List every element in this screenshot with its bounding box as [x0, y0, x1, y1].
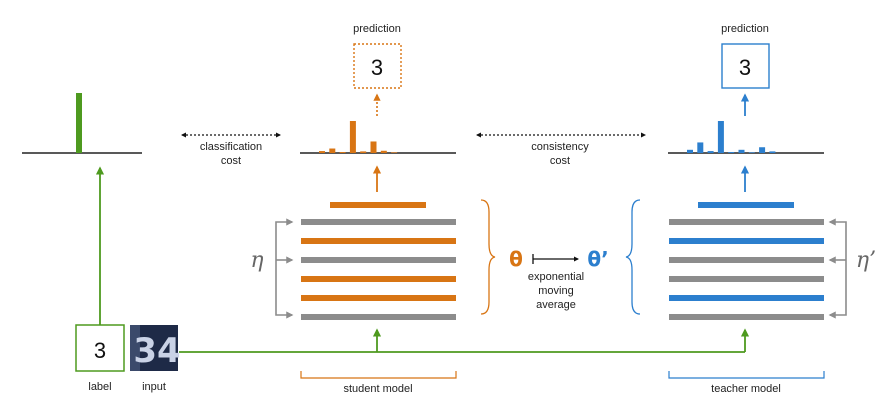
teacher-bar-7 — [759, 147, 766, 153]
consistency-cost: consistency cost — [475, 132, 647, 167]
ema-label-3: average — [536, 299, 576, 311]
teacher-bar-4 — [728, 152, 735, 153]
student-prediction-box: prediction 3 — [353, 23, 402, 116]
teacher-prediction-frame — [721, 43, 770, 89]
teacher-prediction-value: 3 — [739, 55, 751, 80]
student-layer-1 — [301, 238, 456, 244]
teacher-noise-bracket — [828, 218, 847, 319]
teacher-prediction-box: prediction 3 — [721, 23, 770, 116]
student-layer-3 — [301, 276, 456, 282]
student-params-brace — [480, 199, 496, 315]
teacher-layers — [669, 219, 824, 320]
student-bar-3 — [349, 121, 356, 153]
classification-cost: classification cost — [180, 132, 282, 167]
input-image-edge — [130, 325, 140, 371]
input-caption: input — [142, 381, 166, 393]
student-bar-5 — [370, 141, 377, 153]
input-digits: 34 — [133, 331, 180, 371]
student-bar-6 — [380, 150, 387, 153]
teacher-bar-1 — [697, 142, 704, 153]
teacher-layer-0 — [669, 219, 824, 225]
student-bar-7 — [391, 152, 398, 153]
teacher-layer-1 — [669, 238, 824, 244]
label-bar-3 — [76, 93, 82, 153]
input-image: 34 input — [130, 325, 181, 393]
student-model-bracket: student model — [300, 371, 457, 395]
teacher-noise: η’ — [828, 218, 876, 319]
label-value: 3 — [94, 338, 106, 363]
label-box: 3 label — [75, 324, 125, 393]
teacher-model-label: teacher model — [711, 383, 781, 395]
teacher-prediction-title: prediction — [721, 23, 769, 35]
student-prediction-value: 3 — [371, 55, 383, 80]
teacher-bar-2 — [707, 151, 714, 153]
student-noise-symbol: η — [250, 248, 263, 273]
teacher-bar-6 — [748, 152, 755, 153]
student-layers — [301, 219, 456, 320]
student-bar-2 — [339, 152, 346, 153]
label-caption: label — [88, 381, 111, 393]
student-noise: η — [250, 218, 294, 319]
student-output-layer — [330, 202, 426, 208]
teacher-layer-5 — [669, 314, 824, 320]
teacher-layer-2 — [669, 257, 824, 263]
ema-label-2: moving — [538, 285, 573, 297]
student-prediction-frame — [353, 43, 402, 89]
student-layer-5 — [301, 314, 456, 320]
teacher-model-bracket-line — [668, 371, 825, 379]
teacher-bar-3 — [717, 121, 724, 153]
teacher-params-brace — [625, 199, 641, 315]
student-bar-0 — [319, 151, 325, 153]
student-prediction-chart — [300, 121, 456, 154]
student-model-label: student model — [343, 383, 412, 395]
teacher-bar-5 — [738, 149, 745, 153]
student-layer-4 — [301, 295, 456, 301]
student-bar-1 — [329, 148, 336, 153]
student-bar-4 — [360, 151, 367, 153]
ema-block: θ θ’ exponential moving average — [509, 247, 609, 311]
classification-cost-label-1: classification — [200, 141, 262, 153]
label-distribution-chart — [22, 93, 142, 154]
student-theta: θ — [509, 247, 523, 271]
teacher-theta: θ’ — [587, 247, 608, 271]
teacher-noise-symbol: η’ — [856, 248, 876, 273]
teacher-output-layer — [698, 202, 794, 208]
student-model-bracket-line — [300, 371, 457, 379]
teacher-model-bracket: teacher model — [668, 371, 825, 395]
teacher-layer-3 — [669, 276, 824, 282]
student-prediction-title: prediction — [353, 23, 401, 35]
student-layer-2 — [301, 257, 456, 263]
teacher-bar-8 — [769, 151, 776, 153]
student-noise-bracket — [275, 218, 294, 319]
ema-label-1: exponential — [528, 271, 584, 283]
classification-cost-label-2: cost — [221, 155, 241, 167]
teacher-bar-0 — [687, 149, 693, 153]
student-layer-0 — [301, 219, 456, 225]
consistency-cost-label-1: consistency — [531, 141, 589, 153]
consistency-cost-label-2: cost — [550, 155, 570, 167]
teacher-layer-4 — [669, 295, 824, 301]
teacher-prediction-chart — [668, 121, 824, 154]
